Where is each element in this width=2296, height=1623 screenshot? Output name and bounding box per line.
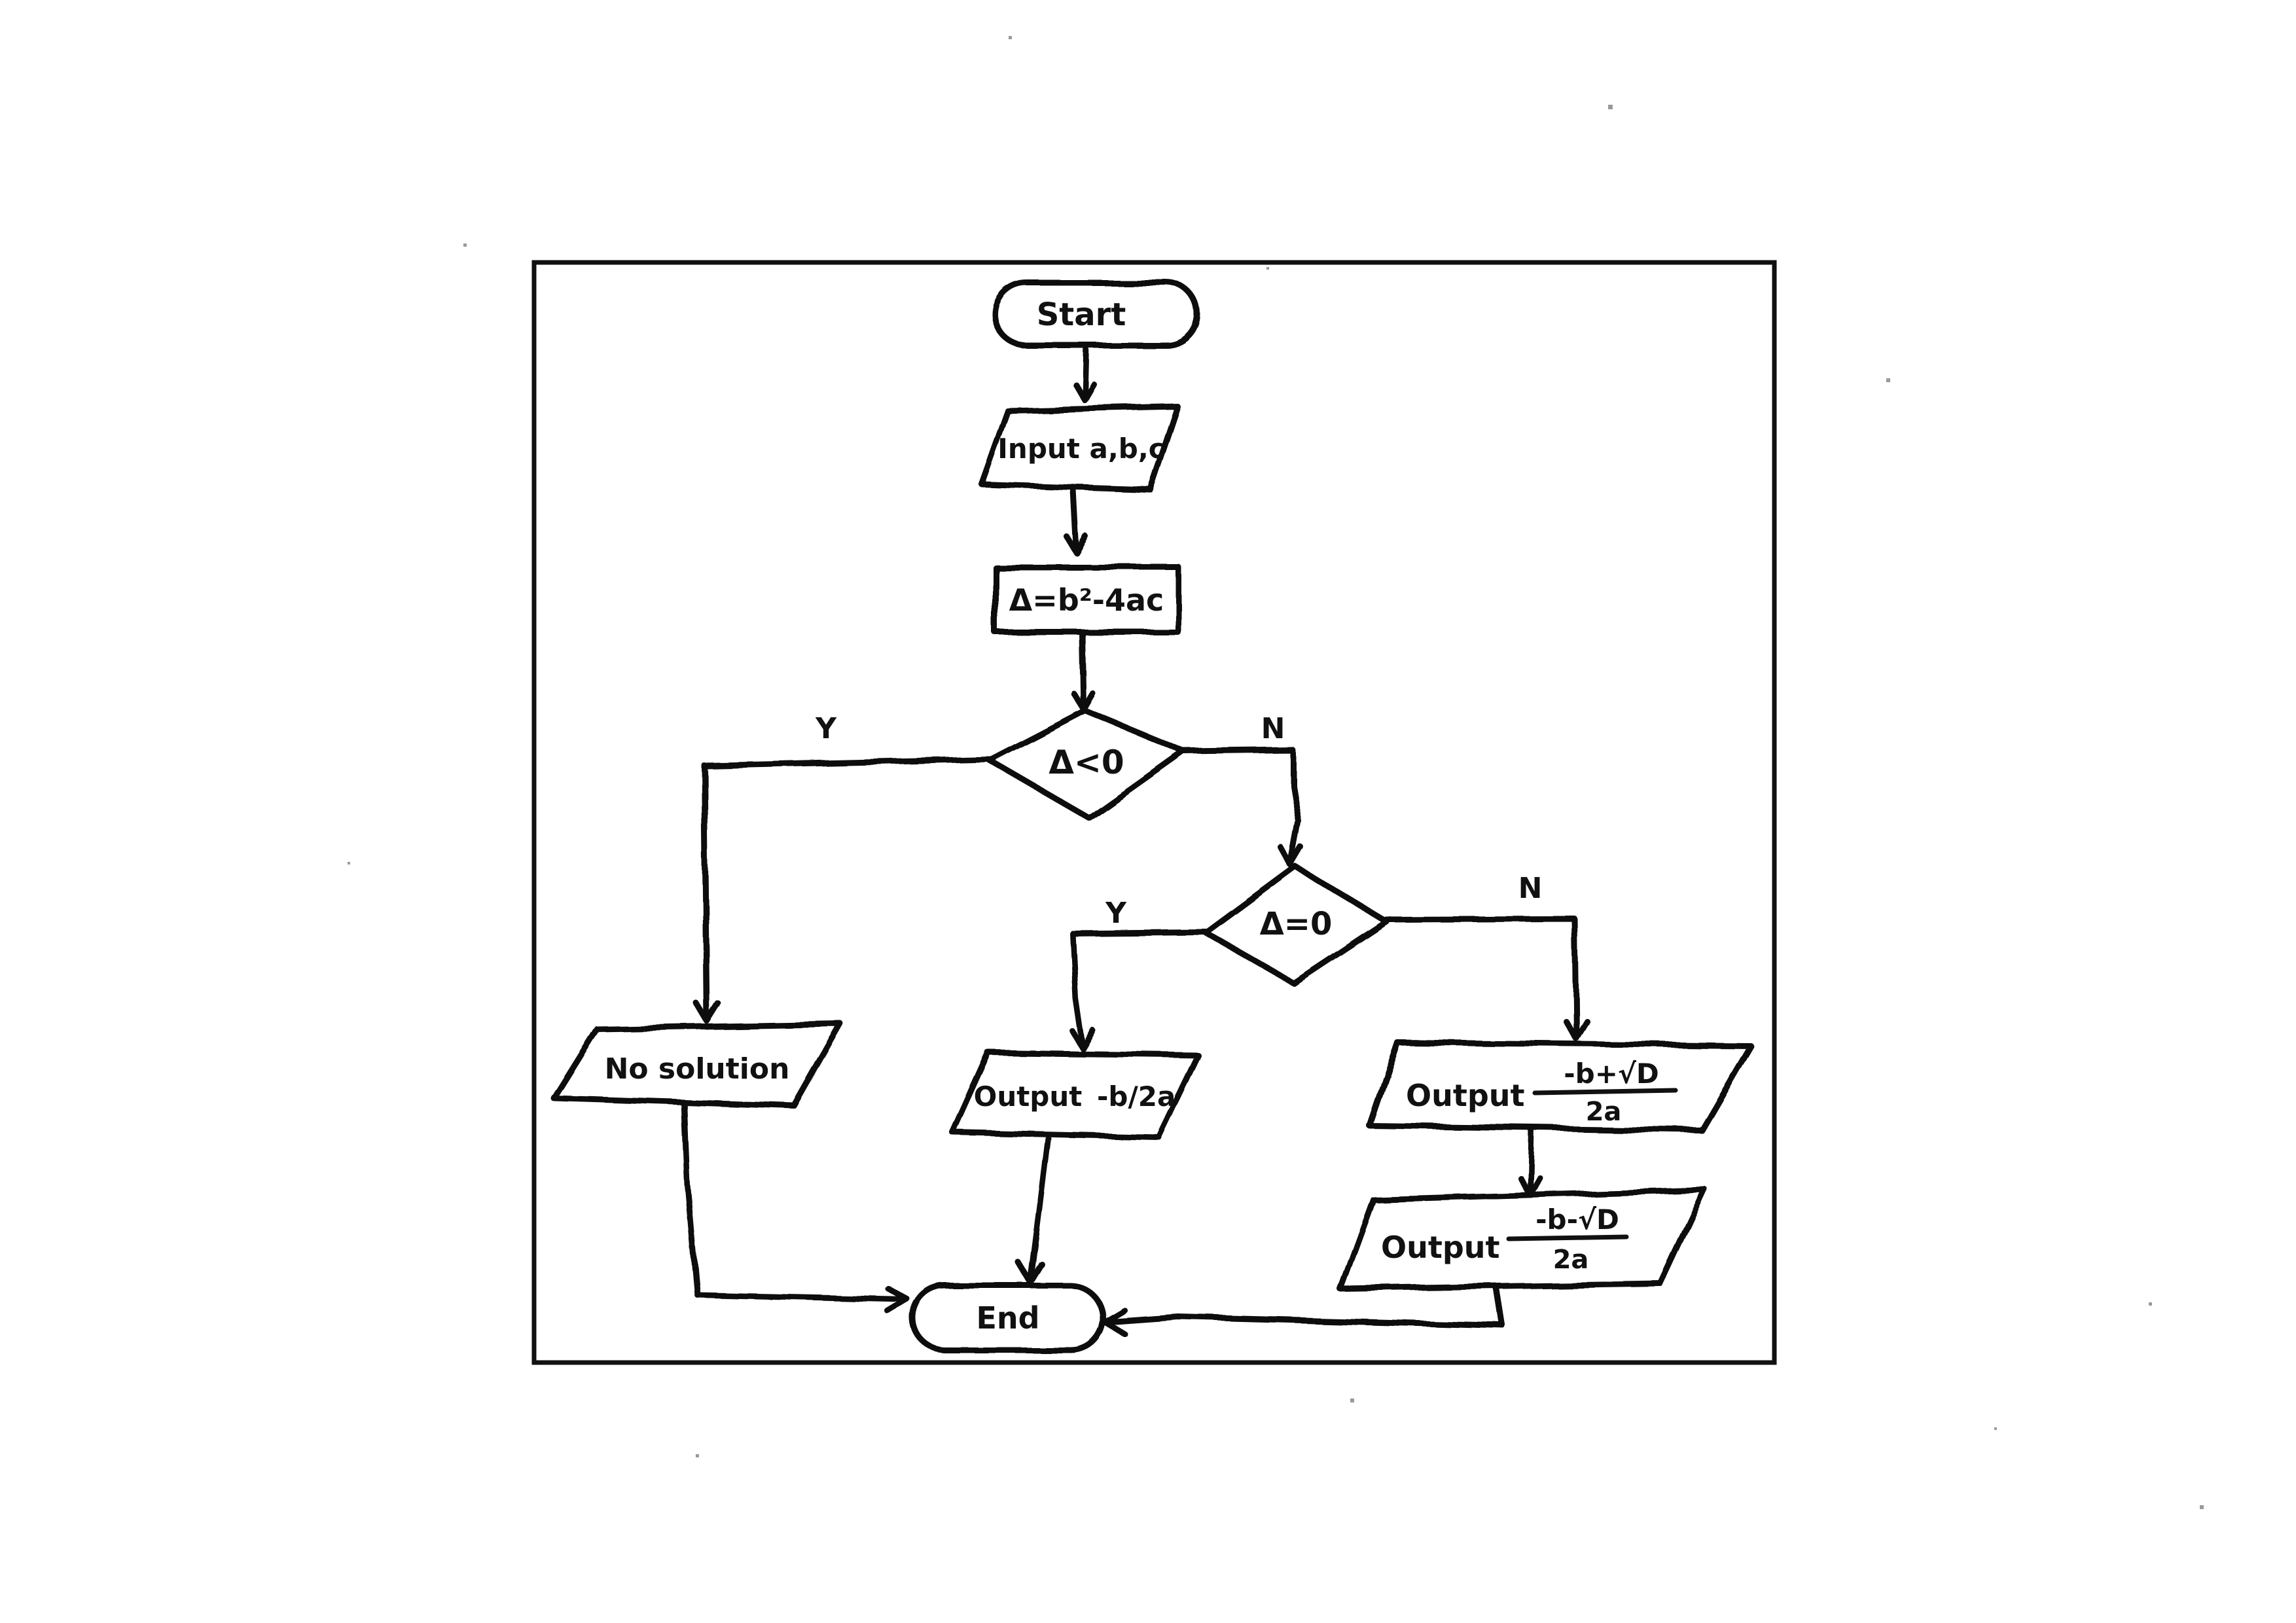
edge-negative-yes-arrowhead <box>693 1000 721 1024</box>
output-minus-denominator: 2a <box>1553 1245 1589 1275</box>
no-solution-label: No solution <box>605 1052 790 1086</box>
output-single-label: Output -b/2a <box>974 1080 1176 1113</box>
diagram-frame <box>531 260 1777 1365</box>
output-minus-prefix: Output <box>1381 1230 1500 1265</box>
edge-no-solution-to-end <box>681 1097 909 1302</box>
edge-input-to-compute-arrowhead <box>1064 533 1089 556</box>
end-label: End <box>976 1300 1039 1336</box>
edge-compute-to-decision <box>1079 630 1087 711</box>
edge-negative-yes-to-no-solution <box>701 756 993 1024</box>
edge-output-single-to-end-arrowhead <box>1016 1260 1045 1286</box>
edge-start-to-input <box>1082 340 1090 402</box>
edge-input-to-compute <box>1070 486 1080 555</box>
input-parallelogram <box>978 404 1181 493</box>
start-terminal <box>992 279 1201 349</box>
edge-zero-yes-arrowhead <box>1069 1027 1096 1052</box>
no-solution-parallelogram <box>550 1021 844 1109</box>
node-labels: Start Input a,b,c Δ=b²-4ac Δ<0 Δ=0 No so… <box>605 296 1678 1336</box>
output-plus-prefix: Output <box>1406 1078 1525 1113</box>
output-single-parallelogram <box>949 1049 1201 1140</box>
negative-decision-label: Δ<0 <box>1049 743 1124 781</box>
negative-no-label: N <box>1261 712 1285 745</box>
edge-zero-no-to-output-plus <box>1383 916 1579 1041</box>
output-plus-parallelogram <box>1366 1039 1754 1133</box>
edge-output-minus-to-end <box>1103 1281 1506 1329</box>
zero-yes-label: Y <box>1105 897 1127 930</box>
end-terminal <box>910 1283 1106 1353</box>
output-single-value: -b/2a <box>1097 1080 1175 1113</box>
zero-decision-label: Δ=0 <box>1260 906 1333 942</box>
edge-negative-no-to-zero-decision <box>1180 747 1302 867</box>
input-label: Input a,b,c <box>997 433 1164 465</box>
edge-zero-no-arrowhead <box>1562 1018 1590 1042</box>
negative-decision-diamond <box>986 707 1187 821</box>
flow-edges <box>681 340 1590 1337</box>
edge-start-to-input-arrowhead <box>1073 382 1098 404</box>
output-minus-numerator: -b-√D <box>1535 1204 1619 1236</box>
compute-process-box <box>992 563 1181 635</box>
output-minus-fraction-bar <box>1506 1234 1629 1241</box>
scan-specks <box>348 36 2204 1509</box>
edge-zero-yes-to-output-single <box>1069 929 1210 1050</box>
start-label: Start <box>1037 296 1126 333</box>
zero-decision-diamond <box>1203 864 1390 986</box>
output-plus-fraction-bar <box>1532 1088 1678 1096</box>
edge-negative-no-arrowhead <box>1278 844 1304 868</box>
negative-yes-label: Y <box>815 712 837 745</box>
output-single-prefix: Output <box>974 1080 1083 1113</box>
edge-output-plus-to-output-minus <box>1527 1126 1535 1198</box>
edge-output-single-to-end <box>1028 1135 1052 1285</box>
output-plus-denominator: 2a <box>1586 1097 1622 1127</box>
output-plus-numerator: -b+√D <box>1564 1058 1659 1090</box>
edge-no-solution-to-end-arrowhead <box>884 1285 910 1314</box>
zero-no-label: N <box>1518 872 1543 905</box>
branch-labels: Y N Y N <box>815 712 1542 930</box>
flow-nodes <box>550 279 1754 1353</box>
compute-label: Δ=b²-4ac <box>1009 582 1164 618</box>
